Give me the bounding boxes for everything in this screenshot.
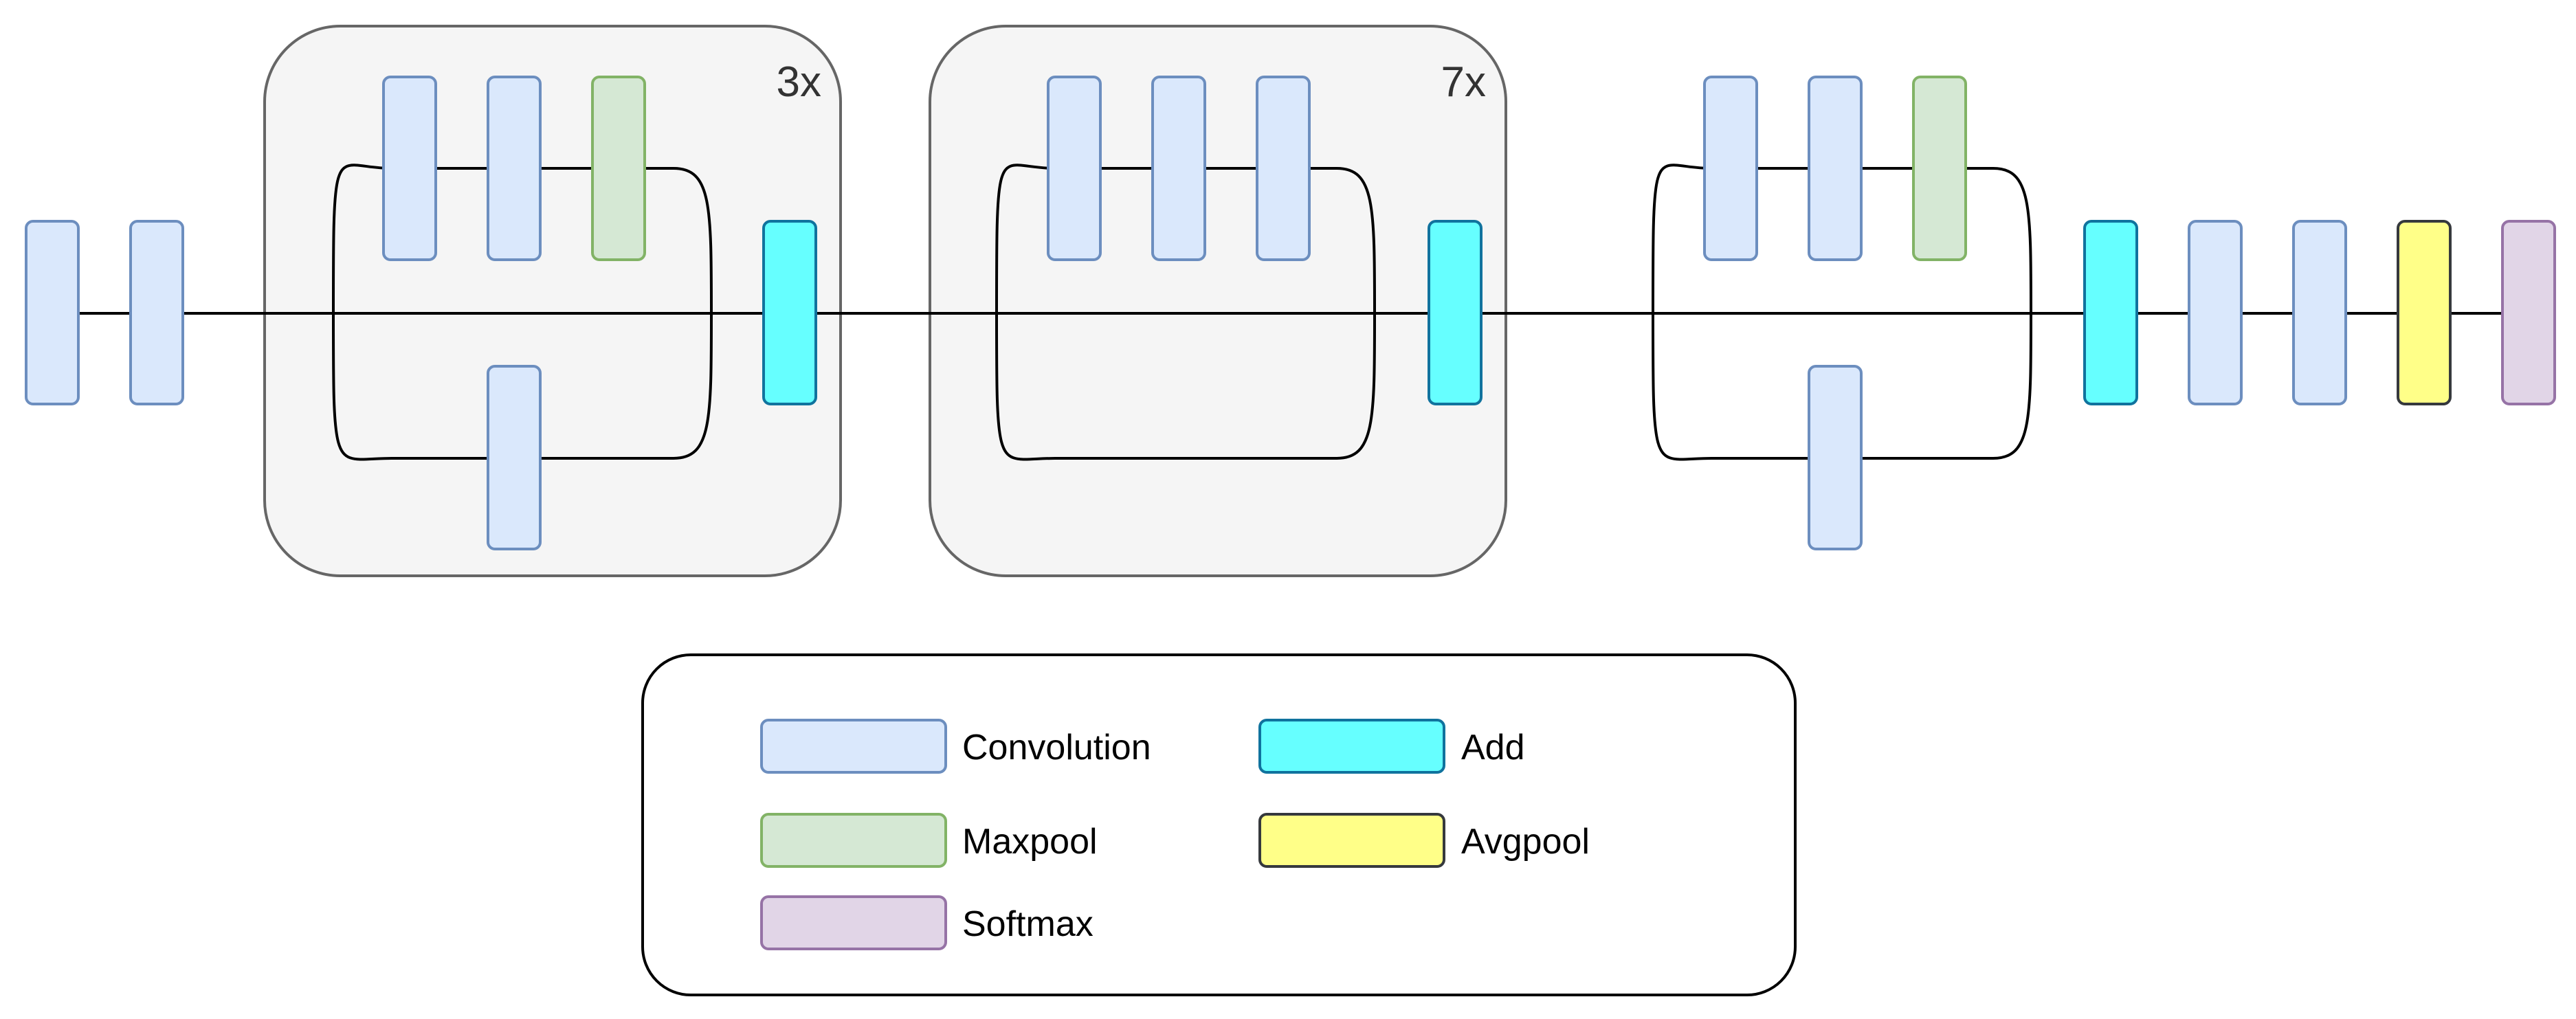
legend-label-maxpool: Maxpool (962, 822, 1098, 862)
conv-block (1808, 365, 1863, 550)
maxpool-block (1912, 76, 1967, 261)
conv-block (1256, 76, 1311, 261)
conv-block (2188, 220, 2243, 405)
legend-swatch-avgpool (1258, 813, 1445, 868)
repeat-group-3x (263, 25, 842, 577)
conv-block (2292, 220, 2347, 405)
conv-block (1151, 76, 1206, 261)
add-block (762, 220, 817, 405)
repeat-group-7x (929, 25, 1507, 577)
legend-swatch-softmax (760, 895, 947, 950)
repeat-label-7x: 7x (1441, 58, 1486, 106)
legend-label-avgpool: Avgpool (1461, 822, 1590, 862)
legend-swatch-convolution (760, 719, 947, 774)
conv-block (1703, 76, 1758, 261)
conv-block (1047, 76, 1102, 261)
maxpool-block (591, 76, 646, 261)
conv-block (129, 220, 184, 405)
legend-swatch-add (1258, 719, 1445, 774)
conv-block (487, 76, 542, 261)
legend: Convolution Add Maxpool Avgpool Softmax (641, 653, 1797, 996)
conv-block (25, 220, 80, 405)
conv-block (487, 365, 542, 550)
avgpool-block (2397, 220, 2452, 405)
conv-block (382, 76, 437, 261)
softmax-block (2501, 220, 2556, 405)
legend-swatch-maxpool (760, 813, 947, 868)
conv-block (1808, 76, 1863, 261)
repeat-label-3x: 3x (777, 58, 821, 106)
legend-label-softmax: Softmax (962, 904, 1093, 944)
add-block (1428, 220, 1483, 405)
legend-label-convolution: Convolution (962, 728, 1151, 768)
add-block (2083, 220, 2138, 405)
blocks (25, 76, 2556, 550)
legend-label-add: Add (1461, 728, 1525, 768)
